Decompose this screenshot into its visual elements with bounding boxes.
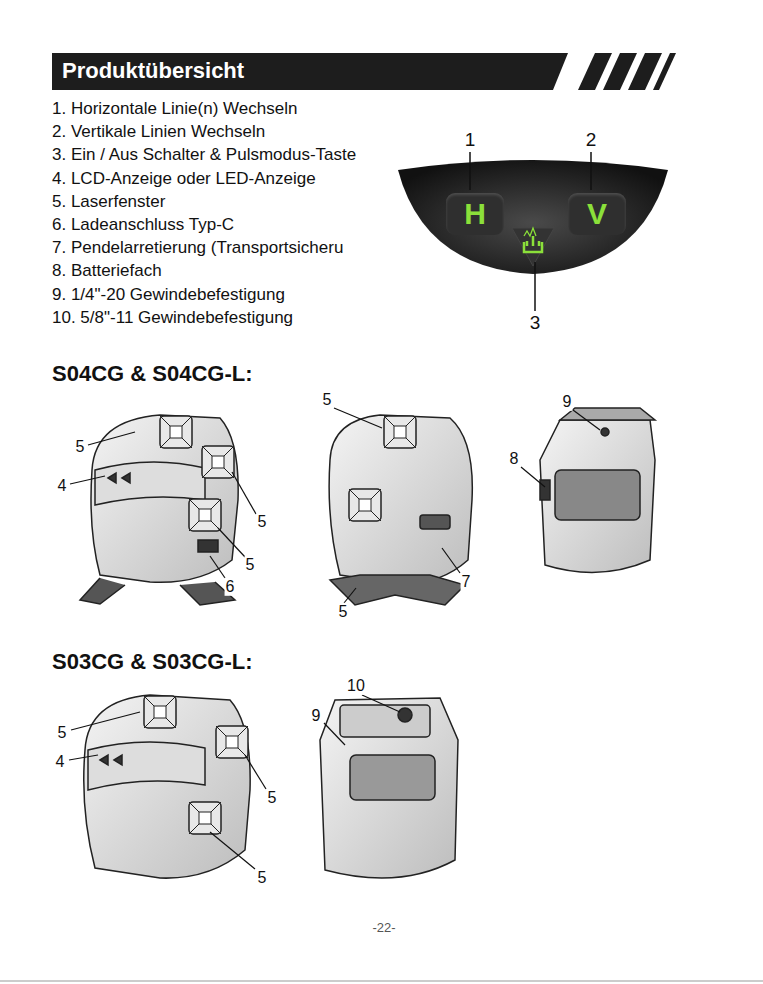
key-letter: V <box>587 199 607 229</box>
header-bar <box>52 53 676 90</box>
button-key: H <box>446 193 504 235</box>
callout-number: 2 <box>585 129 598 151</box>
callout-number: 5 <box>338 603 349 621</box>
list-item: 4. LCD-Anzeige oder LED-Anzeige <box>52 169 316 189</box>
callout-number: 5 <box>257 869 268 887</box>
page-number: -22- <box>371 921 396 936</box>
button-key: V <box>568 193 626 235</box>
callout-number: 5 <box>245 556 256 574</box>
callout-number: 8 <box>509 450 520 468</box>
callout-number: 1 <box>464 129 477 151</box>
callout-number: 10 <box>346 677 366 695</box>
callout-number: 4 <box>55 753 66 771</box>
section-heading: S04CG & S04CG-L: <box>52 361 253 386</box>
list-item: 8. Batteriefach <box>52 261 162 281</box>
list-item: 2. Vertikale Linien Wechseln <box>52 122 265 142</box>
laser-level-side <box>329 415 472 605</box>
list-item: 1. Horizontale Linie(n) Wechseln <box>52 99 297 119</box>
section-heading: S03CG & S03CG-L: <box>52 649 253 674</box>
laser-level-bottom <box>320 698 458 878</box>
callout-number: 5 <box>267 789 278 807</box>
list-item: 7. Pendelarretierung (Transportsicheru <box>52 238 343 258</box>
callout-number: 5 <box>75 438 86 456</box>
list-item: 5. Laserfenster <box>52 192 165 212</box>
key-letter: H <box>464 199 486 229</box>
callout-number: 5 <box>322 391 333 409</box>
leader-lines <box>69 408 600 869</box>
laser-level-bottom <box>540 408 655 572</box>
page-title: Produktübersicht <box>62 58 244 83</box>
list-item: 3. Ein / Aus Schalter & Pulsmodus-Taste <box>52 145 356 165</box>
footer-rule <box>0 981 763 982</box>
callout-number: 4 <box>57 477 68 495</box>
callout-number: 9 <box>311 707 322 725</box>
callout-number: 5 <box>57 724 68 742</box>
callout-number: 6 <box>225 578 236 596</box>
laser-level-front <box>84 695 250 878</box>
button-panel <box>398 152 668 311</box>
callout-number: 3 <box>529 312 542 334</box>
list-item: 10. 5/8"-11 Gewindebefestigung <box>52 308 293 328</box>
list-item: 6. Ladeanschluss Typ-C <box>52 215 234 235</box>
list-item: 9. 1/4"-20 Gewindebefestigung <box>52 285 285 305</box>
callout-number: 9 <box>562 393 573 411</box>
callout-number: 7 <box>461 573 472 591</box>
laser-level-front <box>80 415 238 605</box>
callout-number: 5 <box>257 513 268 531</box>
